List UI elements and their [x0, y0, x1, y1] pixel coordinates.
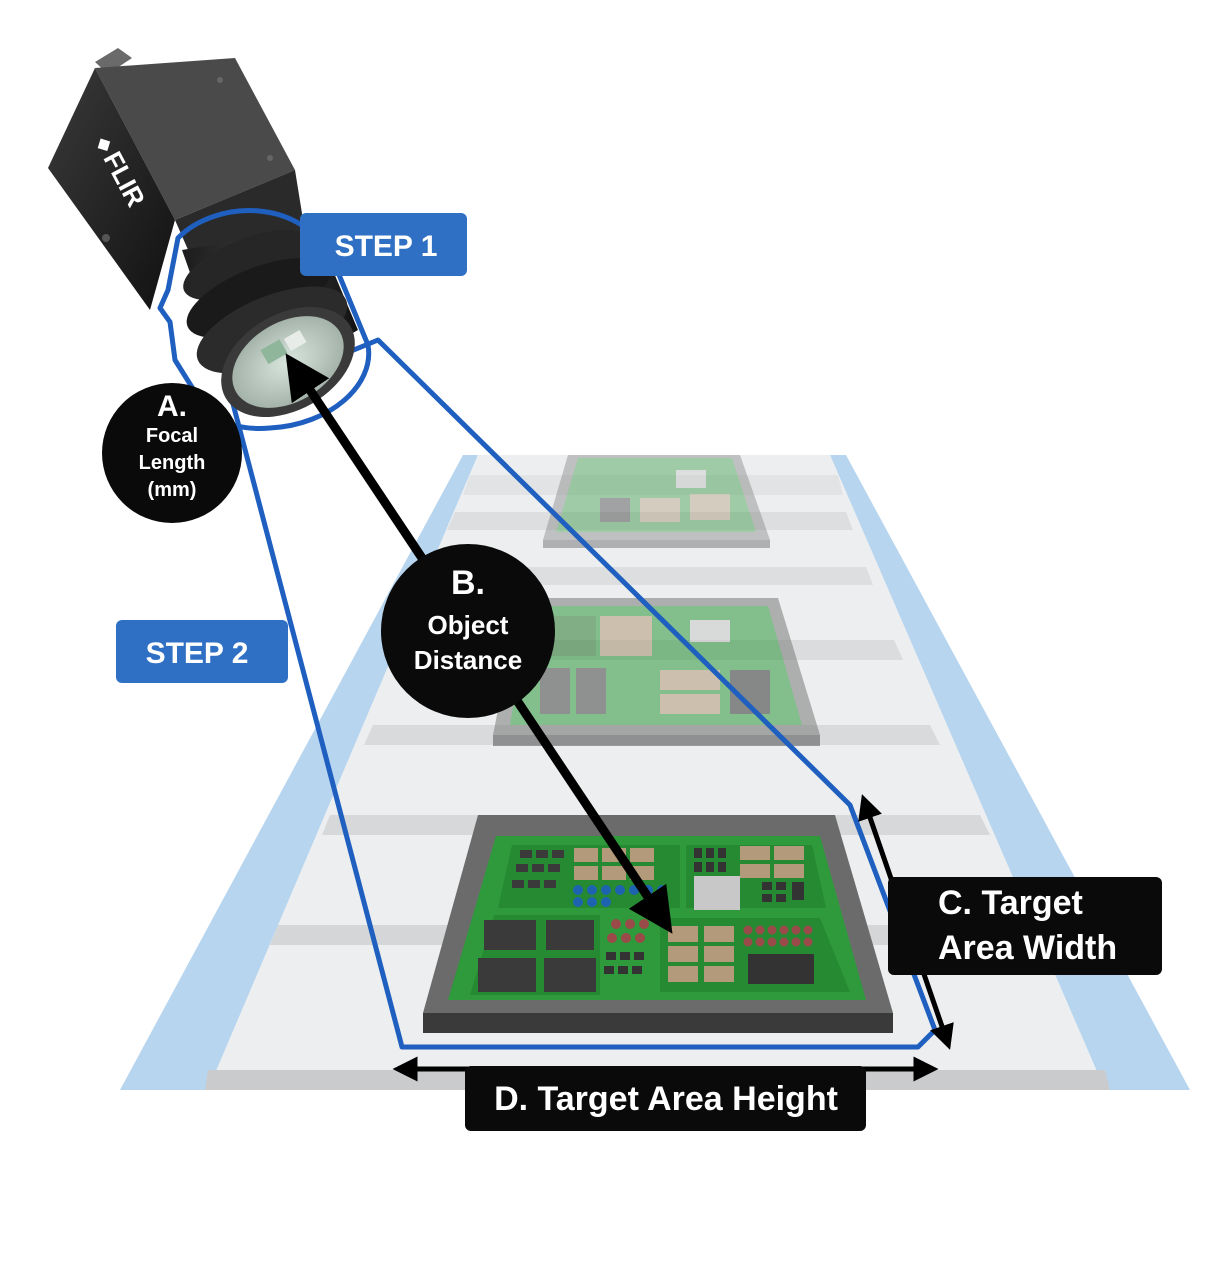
step1-badge: STEP 1 [300, 213, 467, 276]
camera-front-face [48, 68, 175, 310]
object-distance-letter: B. [451, 564, 485, 602]
focal-length-line1: Focal [146, 425, 198, 447]
camera-top-face [95, 58, 295, 220]
focal-length-line2: Length [139, 452, 206, 474]
object-distance-line1: Object [428, 610, 509, 640]
step2-badge: STEP 2 [116, 620, 288, 683]
target-height-label: D. Target Area Height [465, 1066, 866, 1131]
object-distance-line2: Distance [414, 645, 522, 675]
focal-length-label: A. Focal Length (mm) [102, 383, 242, 523]
object-distance-label: B. Object Distance [381, 544, 555, 718]
target-width-line2: Area Width [938, 929, 1117, 967]
step1-label: STEP 1 [335, 230, 438, 263]
target-width-line1: C. Target [938, 884, 1083, 922]
focal-length-line3: (mm) [148, 479, 197, 501]
step2-label: STEP 2 [146, 637, 249, 670]
focal-length-letter: A. [157, 390, 187, 423]
target-width-label: C. Target Area Width [888, 877, 1162, 975]
pcb-tray-edge [423, 1013, 893, 1033]
target-height-line1: D. Target Area Height [494, 1080, 838, 1118]
pcb-near [423, 815, 893, 1033]
